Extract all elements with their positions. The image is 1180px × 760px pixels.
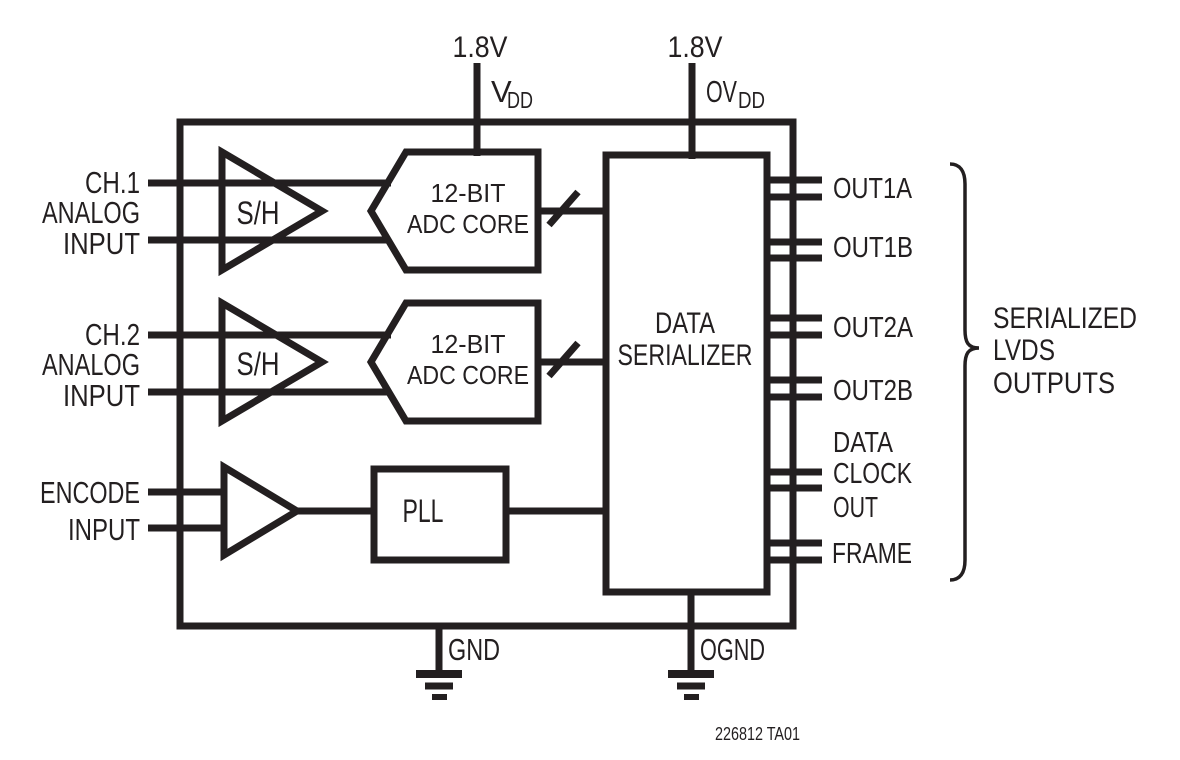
frame-label: FRAME [832, 538, 912, 570]
sh1-label: S/H [237, 195, 280, 231]
outputs-group-label-line1: SERIALIZED [993, 302, 1137, 335]
clock-label-line2: CLOCK [833, 458, 913, 490]
outputs-group-label-line2: LVDS [993, 334, 1055, 367]
out2a-label: OUT2A [833, 312, 914, 344]
serializer-label-line1: DATA [655, 307, 715, 340]
encode-input-label-line1: ENCODE [40, 475, 140, 510]
ch2-input-label-line2: ANALOG [42, 347, 140, 382]
ch2-input-label-line1: CH.2 [85, 317, 140, 352]
sh1-amp-triangle [218, 145, 329, 277]
encode-input-label-line2: INPUT [68, 512, 140, 547]
serializer-label-line2: SERIALIZER [618, 339, 753, 372]
sh2-label: S/H [237, 346, 280, 382]
adc2-bus-slash-icon [546, 340, 581, 379]
outputs-group-brace [949, 162, 980, 582]
gnd-label: GND [448, 632, 500, 667]
adc1-core-block [366, 148, 542, 274]
adc1-bus-slash-icon [546, 189, 581, 228]
ognd-symbol-icon [668, 670, 714, 700]
pll-block [370, 465, 510, 564]
out2b-label: OUT2B [833, 375, 913, 407]
ognd-label: OGND [700, 632, 765, 667]
ovdd-voltage-label: 1.8V [668, 31, 723, 64]
ovdd-pin-subscript: DD [738, 87, 765, 113]
clock-label-line3: OUT [833, 492, 878, 524]
out1a-label: OUT1A [833, 173, 913, 205]
out1b-label: OUT1B [833, 232, 913, 264]
gnd-symbol-icon [416, 670, 462, 700]
adc1-label-line1: 12-BIT [431, 178, 506, 208]
data-serializer-block [602, 151, 771, 596]
clock-label-line1: DATA [833, 427, 894, 459]
outputs-group-label-line3: OUTPUTS [993, 367, 1115, 400]
ch1-input-label-line3: INPUT [63, 226, 140, 261]
vdd-pin-subscript: DD [507, 87, 533, 113]
adc1-label-line2: ADC CORE [407, 209, 529, 239]
sh2-amp-triangle [218, 296, 329, 428]
figure-caption: 226812 TA01 [715, 724, 800, 744]
ch1-input-label-line2: ANALOG [42, 195, 140, 230]
pll-label: PLL [403, 493, 444, 529]
encode-buffer-triangle [220, 460, 304, 562]
adc2-core-block [366, 299, 542, 425]
ovdd-pin-label: OV [706, 74, 737, 109]
vdd-pin-label: V [491, 74, 512, 109]
adc2-label-line2: ADC CORE [407, 360, 529, 390]
ch2-input-label-line3: INPUT [63, 378, 140, 413]
adc2-label-line1: 12-BIT [431, 329, 506, 359]
vdd-voltage-label: 1.8V [453, 31, 508, 64]
chip-boundary [176, 118, 797, 630]
ch1-input-label-line1: CH.1 [85, 165, 140, 200]
